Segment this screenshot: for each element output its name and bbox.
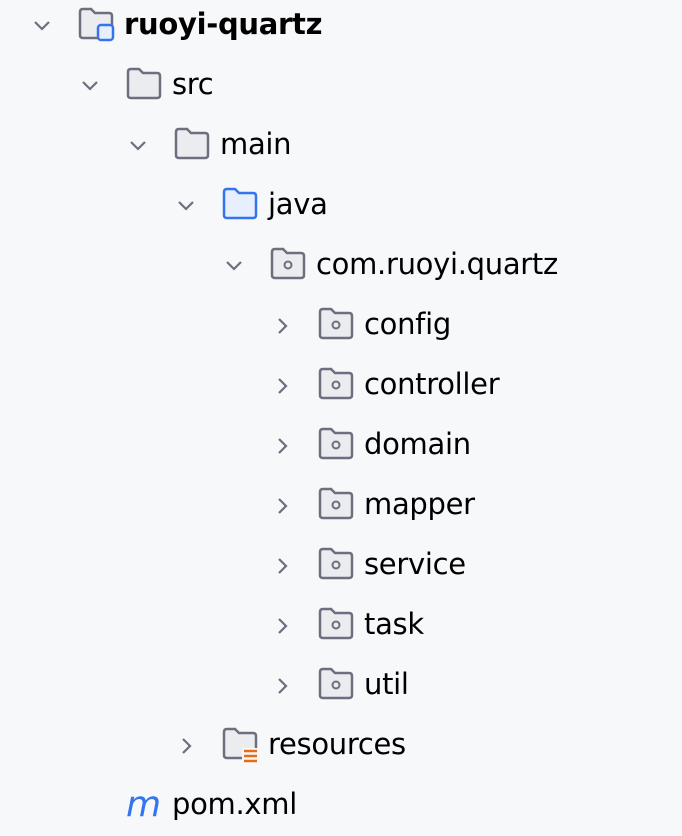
tree-item-label: pom.xml <box>172 787 297 821</box>
source-root-icon <box>220 184 260 224</box>
package-icon <box>268 244 308 284</box>
tree-item-domain[interactable]: domain <box>0 416 682 476</box>
package-icon <box>316 484 356 524</box>
tree-item-label: util <box>364 667 409 701</box>
tree-item-config[interactable]: config <box>0 296 682 356</box>
tree-item-util[interactable]: util <box>0 656 682 716</box>
chevron-down-icon[interactable] <box>27 11 57 41</box>
tree-item-src[interactable]: src <box>0 56 682 116</box>
tree-item-label: src <box>172 67 214 101</box>
tree-item-service[interactable]: service <box>0 536 682 596</box>
tree-item-label: ruoyi-quartz <box>124 7 323 41</box>
tree-item-main[interactable]: main <box>0 116 682 176</box>
tree-item-label: task <box>364 607 424 641</box>
chevron-right-icon[interactable] <box>171 731 201 761</box>
package-icon <box>316 544 356 584</box>
svg-text:m: m <box>126 784 161 824</box>
tree-item-ruoyi-quartz[interactable]: ruoyi-quartz <box>0 0 682 56</box>
tree-item-label: java <box>268 187 328 221</box>
tree-item-mapper[interactable]: mapper <box>0 476 682 536</box>
chevron-right-icon[interactable] <box>267 311 297 341</box>
chevron-right-icon[interactable] <box>267 431 297 461</box>
package-icon <box>316 604 356 644</box>
tree-item-label: resources <box>268 727 406 761</box>
chevron-right-icon[interactable] <box>267 371 297 401</box>
tree-item-label: main <box>220 127 292 161</box>
chevron-right-icon[interactable] <box>267 671 297 701</box>
tree-item-label: domain <box>364 427 471 461</box>
maven-file-icon: m <box>124 784 164 825</box>
resources-root-icon <box>220 724 260 764</box>
folder-icon <box>124 64 164 104</box>
package-icon <box>316 304 356 344</box>
package-icon <box>316 424 356 464</box>
chevron-right-icon[interactable] <box>267 491 297 521</box>
tree-item-label: service <box>364 547 466 581</box>
tree-item-controller[interactable]: controller <box>0 356 682 416</box>
chevron-down-icon[interactable] <box>75 71 105 101</box>
package-icon <box>316 364 356 404</box>
chevron-down-icon[interactable] <box>219 251 249 281</box>
tree-item-label: config <box>364 307 451 341</box>
module-icon <box>76 4 116 44</box>
tree-item-com-ruoyi-quartz[interactable]: com.ruoyi.quartz <box>0 236 682 296</box>
chevron-down-icon[interactable] <box>171 191 201 221</box>
chevron-right-icon[interactable] <box>267 551 297 581</box>
tree-item-resources[interactable]: resources <box>0 716 682 776</box>
chevron-down-icon[interactable] <box>123 131 153 161</box>
tree-item-java[interactable]: java <box>0 176 682 236</box>
tree-item-label: com.ruoyi.quartz <box>316 247 558 281</box>
tree-item-pom-xml[interactable]: m pom.xml <box>0 776 682 836</box>
chevron-right-icon[interactable] <box>267 611 297 641</box>
folder-icon <box>172 124 212 164</box>
tree-item-task[interactable]: task <box>0 596 682 656</box>
package-icon <box>316 664 356 704</box>
tree-item-label: controller <box>364 367 500 401</box>
tree-item-label: mapper <box>364 487 475 521</box>
